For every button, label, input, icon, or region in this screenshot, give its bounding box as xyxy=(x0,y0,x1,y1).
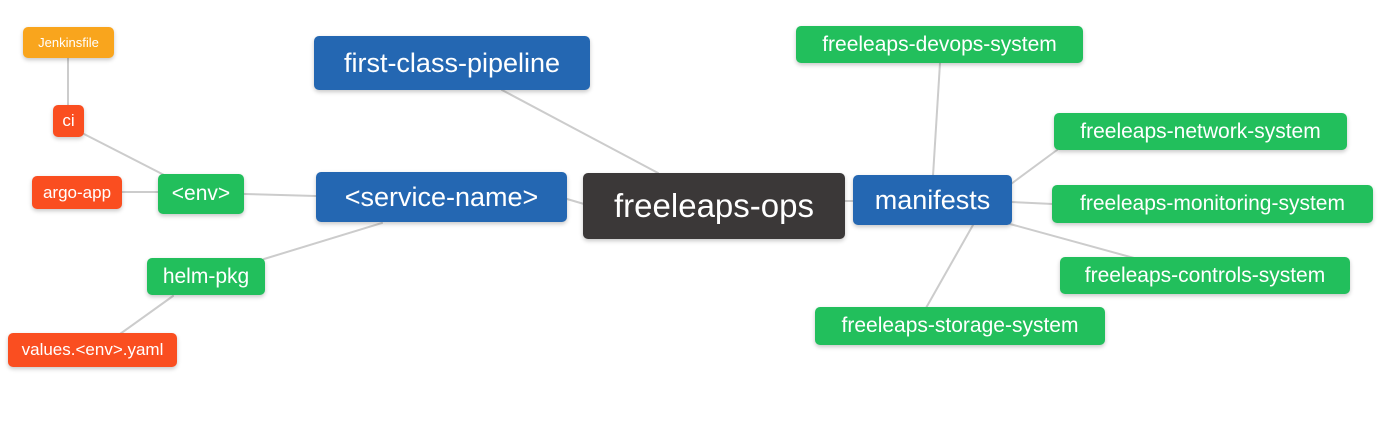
node-helm-pkg[interactable]: helm-pkg xyxy=(147,258,265,295)
node-values-env-yaml[interactable]: values.<env>.yaml xyxy=(8,333,177,367)
edge-service-freeleaps-ops xyxy=(566,198,585,205)
node-freeleaps-controls-system[interactable]: freeleaps-controls-system xyxy=(1060,257,1350,294)
edge-manifests-network xyxy=(1010,149,1058,185)
edge-env-service-name xyxy=(243,193,317,197)
node-freeleaps-ops[interactable]: freeleaps-ops xyxy=(583,173,845,239)
edge-values-helm-pkg xyxy=(119,295,174,335)
edge-helm-pkg-service-name xyxy=(263,222,383,260)
node-freeleaps-network-system[interactable]: freeleaps-network-system xyxy=(1054,113,1347,150)
edge-pipeline-freeleaps-ops xyxy=(501,89,659,174)
edge-manifests-storage xyxy=(925,224,974,309)
node-service-name[interactable]: <service-name> xyxy=(316,172,567,222)
node-manifests[interactable]: manifests xyxy=(853,175,1012,225)
node-argo-app[interactable]: argo-app xyxy=(32,176,122,209)
node-freeleaps-storage-system[interactable]: freeleaps-storage-system xyxy=(815,307,1105,345)
edge-manifests-controls xyxy=(1009,223,1135,259)
node-jenkinsfile[interactable]: Jenkinsfile xyxy=(23,27,114,58)
edge-ci-env xyxy=(83,133,169,178)
node-first-class-pipeline[interactable]: first-class-pipeline xyxy=(314,36,590,90)
node-env[interactable]: <env> xyxy=(158,174,244,214)
node-freeleaps-monitoring-system[interactable]: freeleaps-monitoring-system xyxy=(1052,185,1373,223)
node-freeleaps-devops-system[interactable]: freeleaps-devops-system xyxy=(796,26,1083,63)
node-ci[interactable]: ci xyxy=(53,105,84,137)
edge-manifests-monitoring xyxy=(1010,201,1054,205)
edge-manifests-devops xyxy=(932,62,941,177)
